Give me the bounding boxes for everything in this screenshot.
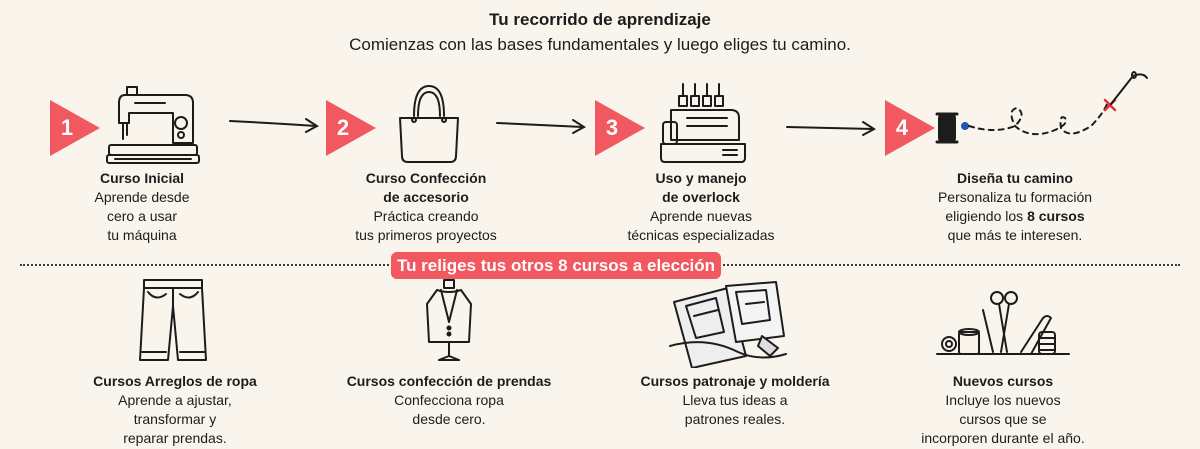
step-2-title-line-1: Curso Confección	[365, 170, 487, 186]
card-confeccion-line-1: Confecciona ropa	[394, 392, 504, 408]
page-title: Tu recorrido de aprendizaje	[489, 10, 711, 29]
card-arreglos-line-3: reparar prendas.	[123, 430, 227, 446]
arrow-3-4	[785, 117, 879, 142]
step-4-number: 4	[895, 115, 909, 140]
step-4-text: Diseña tu camino Personaliza tu formació…	[915, 169, 1115, 245]
sewing-machine-icon	[105, 85, 201, 174]
card-arreglos-line-1: Aprende a ajustar,	[118, 392, 232, 408]
step-1-line-1: Aprende desde	[94, 189, 190, 205]
step-1-line-2: cero a usar	[106, 208, 178, 224]
card-arreglos-text: Cursos Arreglos de ropa Aprende a ajusta…	[80, 372, 270, 448]
card-confeccion-title: Cursos confección de prendas	[346, 373, 552, 389]
step-4-line-1: Personaliza tu formación	[937, 189, 1093, 205]
tote-bag-icon	[396, 84, 462, 169]
step-3-number: 3	[605, 115, 619, 140]
arrow-1-2	[228, 113, 322, 138]
card-nuevos-text: Nuevos cursos Incluye los nuevos cursos …	[905, 372, 1101, 448]
pattern-sheets-icon	[666, 276, 790, 373]
sewing-tools-icon	[935, 288, 1071, 365]
card-nuevos-line-3: incorporen durante el año.	[921, 430, 1085, 446]
step-1-text: Curso Inicial Aprende desde cero a usar …	[72, 169, 212, 245]
page-subtitle: Comienzas con las bases fundamentales y …	[349, 35, 851, 54]
card-patronaje-line-1: Lleva tus ideas a	[682, 392, 788, 408]
step-1-title: Curso Inicial	[99, 170, 185, 186]
pants-icon	[138, 276, 208, 369]
step-3-title-line-2: de overlock	[662, 189, 740, 205]
elective-courses-banner: Tu religes tus otros 8 cursos a elección	[391, 252, 721, 279]
step-2-title-line-2: de accesorio	[383, 189, 469, 205]
step-3-line-2: técnicas especializadas	[627, 227, 775, 243]
step-4-line-2: eligiendo los 8 cursos	[915, 207, 1115, 226]
step-3-line-1: Aprende nuevas	[650, 208, 752, 224]
step-4-badge: 4	[885, 100, 937, 156]
step-3-text: Uso y manejo de overlock Aprende nuevas …	[607, 169, 795, 245]
step-4-line-2a: eligiendo los	[945, 208, 1024, 224]
step-2-line-1: Práctica creando	[373, 208, 479, 224]
thread-spool-path-icon	[935, 68, 1151, 173]
card-confeccion-text: Cursos confección de prendas Confecciona…	[339, 372, 559, 429]
step-3-title-line-1: Uso y manejo	[655, 170, 747, 186]
step-1-number: 1	[60, 115, 74, 140]
step-4-highlight: 8 cursos	[1027, 208, 1085, 224]
step-2-badge: 2	[326, 100, 378, 156]
step-3-badge: 3	[595, 100, 647, 156]
step-1-badge: 1	[50, 100, 102, 156]
step-4-title: Diseña tu camino	[957, 170, 1073, 186]
card-nuevos-line-2: cursos que se	[959, 411, 1047, 427]
card-nuevos-line-1: Incluye los nuevos	[945, 392, 1061, 408]
step-1-line-3: tu máquina	[107, 227, 177, 243]
card-patronaje-text: Cursos patronaje y moldería Lleva tus id…	[630, 372, 840, 429]
card-arreglos-title: Cursos Arreglos de ropa	[93, 373, 257, 389]
card-nuevos-title: Nuevos cursos	[952, 373, 1054, 389]
step-4-line-3: que más te interesen.	[947, 227, 1083, 243]
arrow-2-3	[495, 115, 589, 140]
card-patronaje-title: Cursos patronaje y moldería	[640, 373, 830, 389]
step-2-number: 2	[336, 115, 350, 140]
header: Tu recorrido de aprendizaje Comienzas co…	[0, 8, 1200, 58]
vest-mannequin-icon	[417, 276, 481, 373]
overlock-machine-icon	[657, 82, 749, 171]
step-2-line-2: tus primeros proyectos	[355, 227, 497, 243]
card-patronaje-line-2: patrones reales.	[684, 411, 786, 427]
card-arreglos-line-2: transformar y	[133, 411, 217, 427]
step-2-text: Curso Confección de accesorio Práctica c…	[326, 169, 526, 245]
card-confeccion-line-2: desde cero.	[412, 411, 486, 427]
